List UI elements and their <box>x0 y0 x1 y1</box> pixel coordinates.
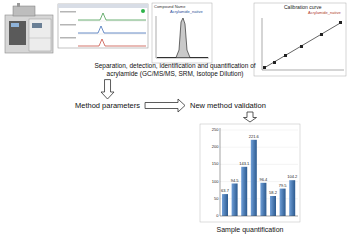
axis-tick: 100 <box>212 180 219 184</box>
hollow-arrow <box>145 99 185 112</box>
plot-title: Calibration curve <box>284 5 322 10</box>
bar-value: 58.2 <box>269 191 277 195</box>
chromatogram-screenshot <box>58 4 148 48</box>
hollow-arrow <box>244 112 257 122</box>
text-node: Separation, detection, identification an… <box>85 62 265 78</box>
bar-value: 94.5 <box>231 179 239 183</box>
plot-title: Compound Name <box>154 5 185 9</box>
axis-tick: 200 <box>212 145 219 149</box>
axis-tick: 0 <box>216 214 218 218</box>
node-text: New method validation <box>190 101 266 110</box>
instrument-photo <box>5 3 53 53</box>
node-text: Sample quantification <box>200 226 300 234</box>
plot-title: Acrylamide_native <box>170 10 203 14</box>
axis-tick: 250 <box>212 128 219 132</box>
bar-value: 143.1 <box>239 162 249 166</box>
bar-chart <box>200 124 300 222</box>
bar-value: 221.6 <box>249 135 259 139</box>
axis-tick: 50 <box>214 197 218 201</box>
node-text: Separation, detection, identification an… <box>85 62 265 78</box>
bar-value: 96.4 <box>259 178 267 182</box>
plot-title: Acrylamide_native <box>308 11 341 15</box>
bar-value: 104.2 <box>287 175 297 179</box>
node-text: Method parameters <box>75 101 140 110</box>
text-node: New method validation <box>190 101 266 110</box>
bar-value: 63.7 <box>221 189 229 193</box>
hollow-arrow <box>101 80 114 99</box>
axis-tick: 150 <box>212 162 219 166</box>
bar-value: 79.5 <box>279 184 287 188</box>
peak-chart <box>152 3 212 63</box>
text-node: Method parameters <box>75 101 140 110</box>
calibration-plot <box>254 3 346 76</box>
